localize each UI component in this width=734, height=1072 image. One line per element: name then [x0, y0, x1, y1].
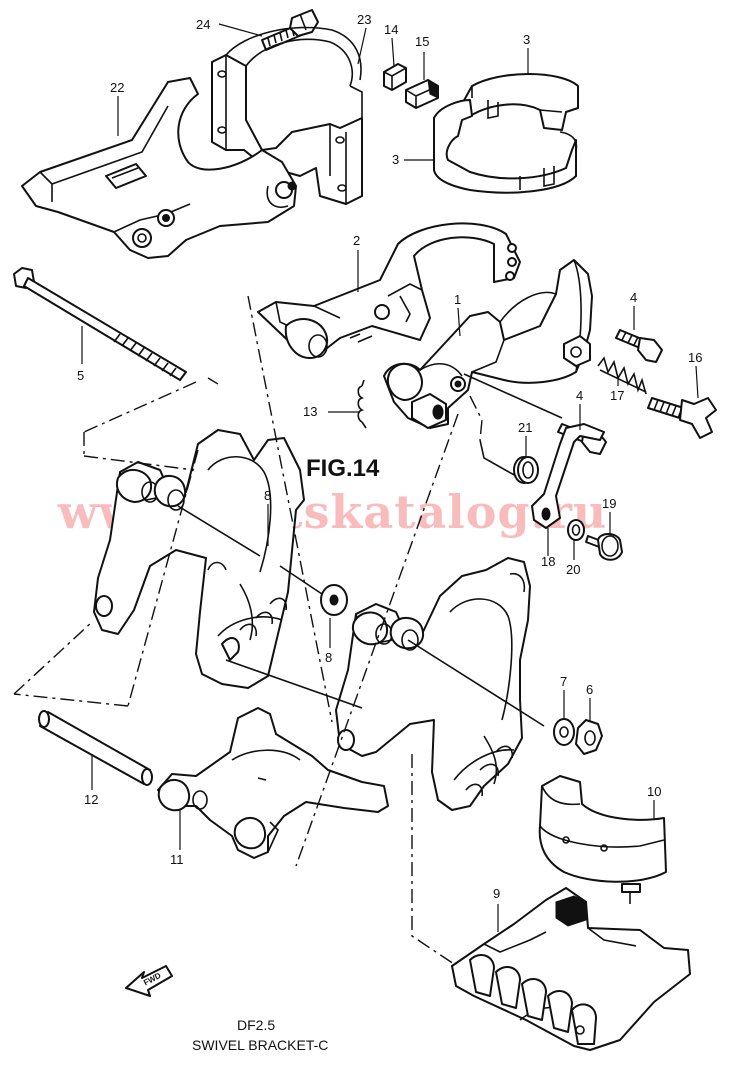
callout-8-upper: 8 [264, 488, 271, 503]
callout-18: 18 [541, 554, 555, 569]
callout-13: 13 [303, 404, 317, 419]
callout-15: 15 [415, 34, 429, 49]
callout-19: 19 [602, 496, 616, 511]
figure-number: FIG.14 [306, 455, 380, 482]
callout-22: 22 [110, 80, 124, 95]
part-5-long-bolt [13, 267, 187, 381]
callout-7: 7 [560, 674, 567, 689]
part-2-swivel-bracket [257, 222, 521, 359]
fwd-arrow: FWD [125, 965, 173, 997]
callout-10: 10 [647, 784, 661, 799]
part-10-clamp-half [538, 775, 667, 904]
part-13-spring [357, 379, 367, 429]
callout-1: 1 [454, 292, 461, 307]
part-14-pad [383, 63, 407, 91]
assembly-lines [13, 295, 563, 965]
part-24-bolt [261, 9, 319, 51]
callout-14: 14 [384, 22, 398, 37]
part-8-washer-lower [320, 584, 348, 616]
callout-2: 2 [353, 233, 360, 248]
callout-20: 20 [566, 562, 580, 577]
part-15-pad [405, 79, 439, 109]
callout-labels: 24 23 14 15 3 3 22 2 1 4 16 17 4 5 13 21… [77, 12, 702, 901]
model-label: DF2.5 [237, 1017, 275, 1033]
stern-bracket-right [335, 557, 531, 811]
callout-17: 17 [610, 388, 624, 403]
callout-9: 9 [493, 886, 500, 901]
stern-bracket-left [93, 429, 305, 689]
callout-8-lower: 8 [325, 650, 332, 665]
part-20-washer [567, 519, 585, 541]
callout-3-upper: 3 [523, 32, 530, 47]
callout-3-lower: 3 [392, 152, 399, 167]
part-3-bushing-lower [433, 99, 578, 194]
part-7-washer [553, 718, 575, 746]
part-9-clamp-bracket [451, 887, 691, 1051]
callout-11: 11 [170, 852, 184, 867]
part-18-lever [531, 423, 605, 529]
part-22-bracket-arm [21, 77, 297, 259]
callout-21: 21 [518, 420, 532, 435]
part-21-spring [513, 456, 539, 484]
callout-24: 24 [196, 17, 210, 32]
part-4-bolt-upper [615, 329, 663, 363]
part-12-pin [38, 710, 153, 786]
part-17-spring [597, 356, 647, 395]
callout-12: 12 [84, 792, 98, 807]
callout-23: 23 [357, 12, 371, 27]
leader-lines [81, 23, 699, 932]
part-19-bolt [585, 533, 623, 561]
callout-6: 6 [586, 682, 593, 697]
part-6-nut [575, 719, 603, 755]
part-16-tilt-knob [647, 397, 717, 439]
part-23-clamp-bracket [211, 26, 363, 205]
part-3-bushing-upper [461, 73, 579, 131]
callout-16: 16 [688, 350, 702, 365]
callout-4-lower: 4 [576, 388, 583, 403]
diagram-title: SWIVEL BRACKET-C [192, 1037, 328, 1053]
callout-4-upper: 4 [630, 290, 637, 305]
callout-5: 5 [77, 368, 84, 383]
part-1-swivel-arm [383, 259, 593, 429]
part-11-lower-arm [157, 707, 389, 859]
